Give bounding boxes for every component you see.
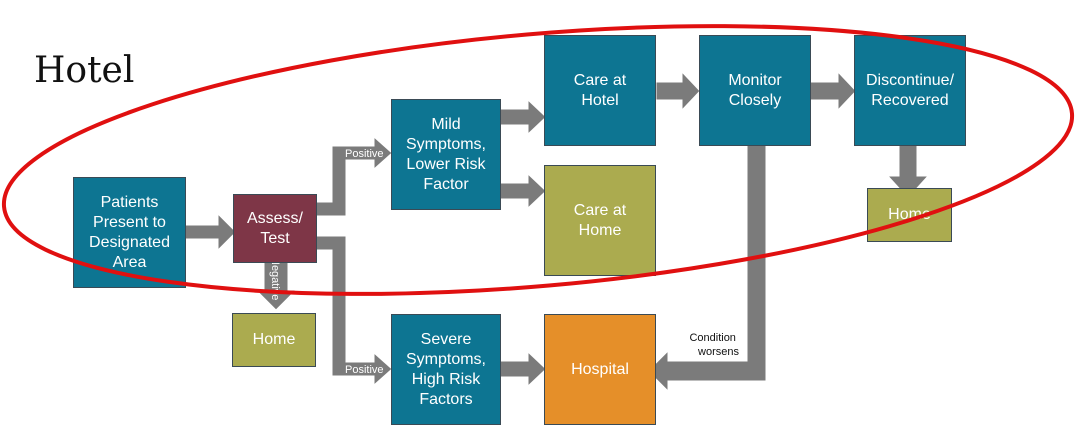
- arrow-mild-to-care-hotel: [499, 98, 547, 136]
- arrow-patients-to-assess: [184, 212, 237, 252]
- arrow-severe-to-hospital: [499, 350, 547, 388]
- node-patients: Patients Present to Designated Area: [73, 177, 186, 288]
- condition-worsens-label: Condition worsens: [689, 332, 739, 358]
- arrow-assess-to-severe: [311, 235, 393, 387]
- arrow-mild-to-care-home: [499, 172, 547, 210]
- positive-label-bottom: Positive: [345, 364, 384, 376]
- arrow-monitor-to-discontinue: [809, 70, 857, 112]
- positive-label-top: Positive: [345, 148, 384, 160]
- node-discontinue-recovered: Discontinue/ Recovered: [854, 35, 966, 146]
- arrow-care-hotel-to-monitor: [655, 70, 701, 112]
- node-assess-test: Assess/ Test: [233, 194, 317, 263]
- node-home-right: Home: [867, 188, 952, 242]
- node-mild-symptoms: Mild Symptoms, Lower Risk Factor: [391, 99, 501, 210]
- node-care-at-home: Care at Home: [544, 165, 656, 276]
- node-severe-symptoms: Severe Symptoms, High Risk Factors: [391, 314, 501, 425]
- node-home-left: Home: [232, 313, 316, 367]
- negative-label: Negative: [269, 257, 281, 300]
- node-care-at-hotel: Care at Hotel: [544, 35, 656, 146]
- node-monitor-closely: Monitor Closely: [699, 35, 811, 146]
- node-hospital: Hospital: [544, 314, 656, 425]
